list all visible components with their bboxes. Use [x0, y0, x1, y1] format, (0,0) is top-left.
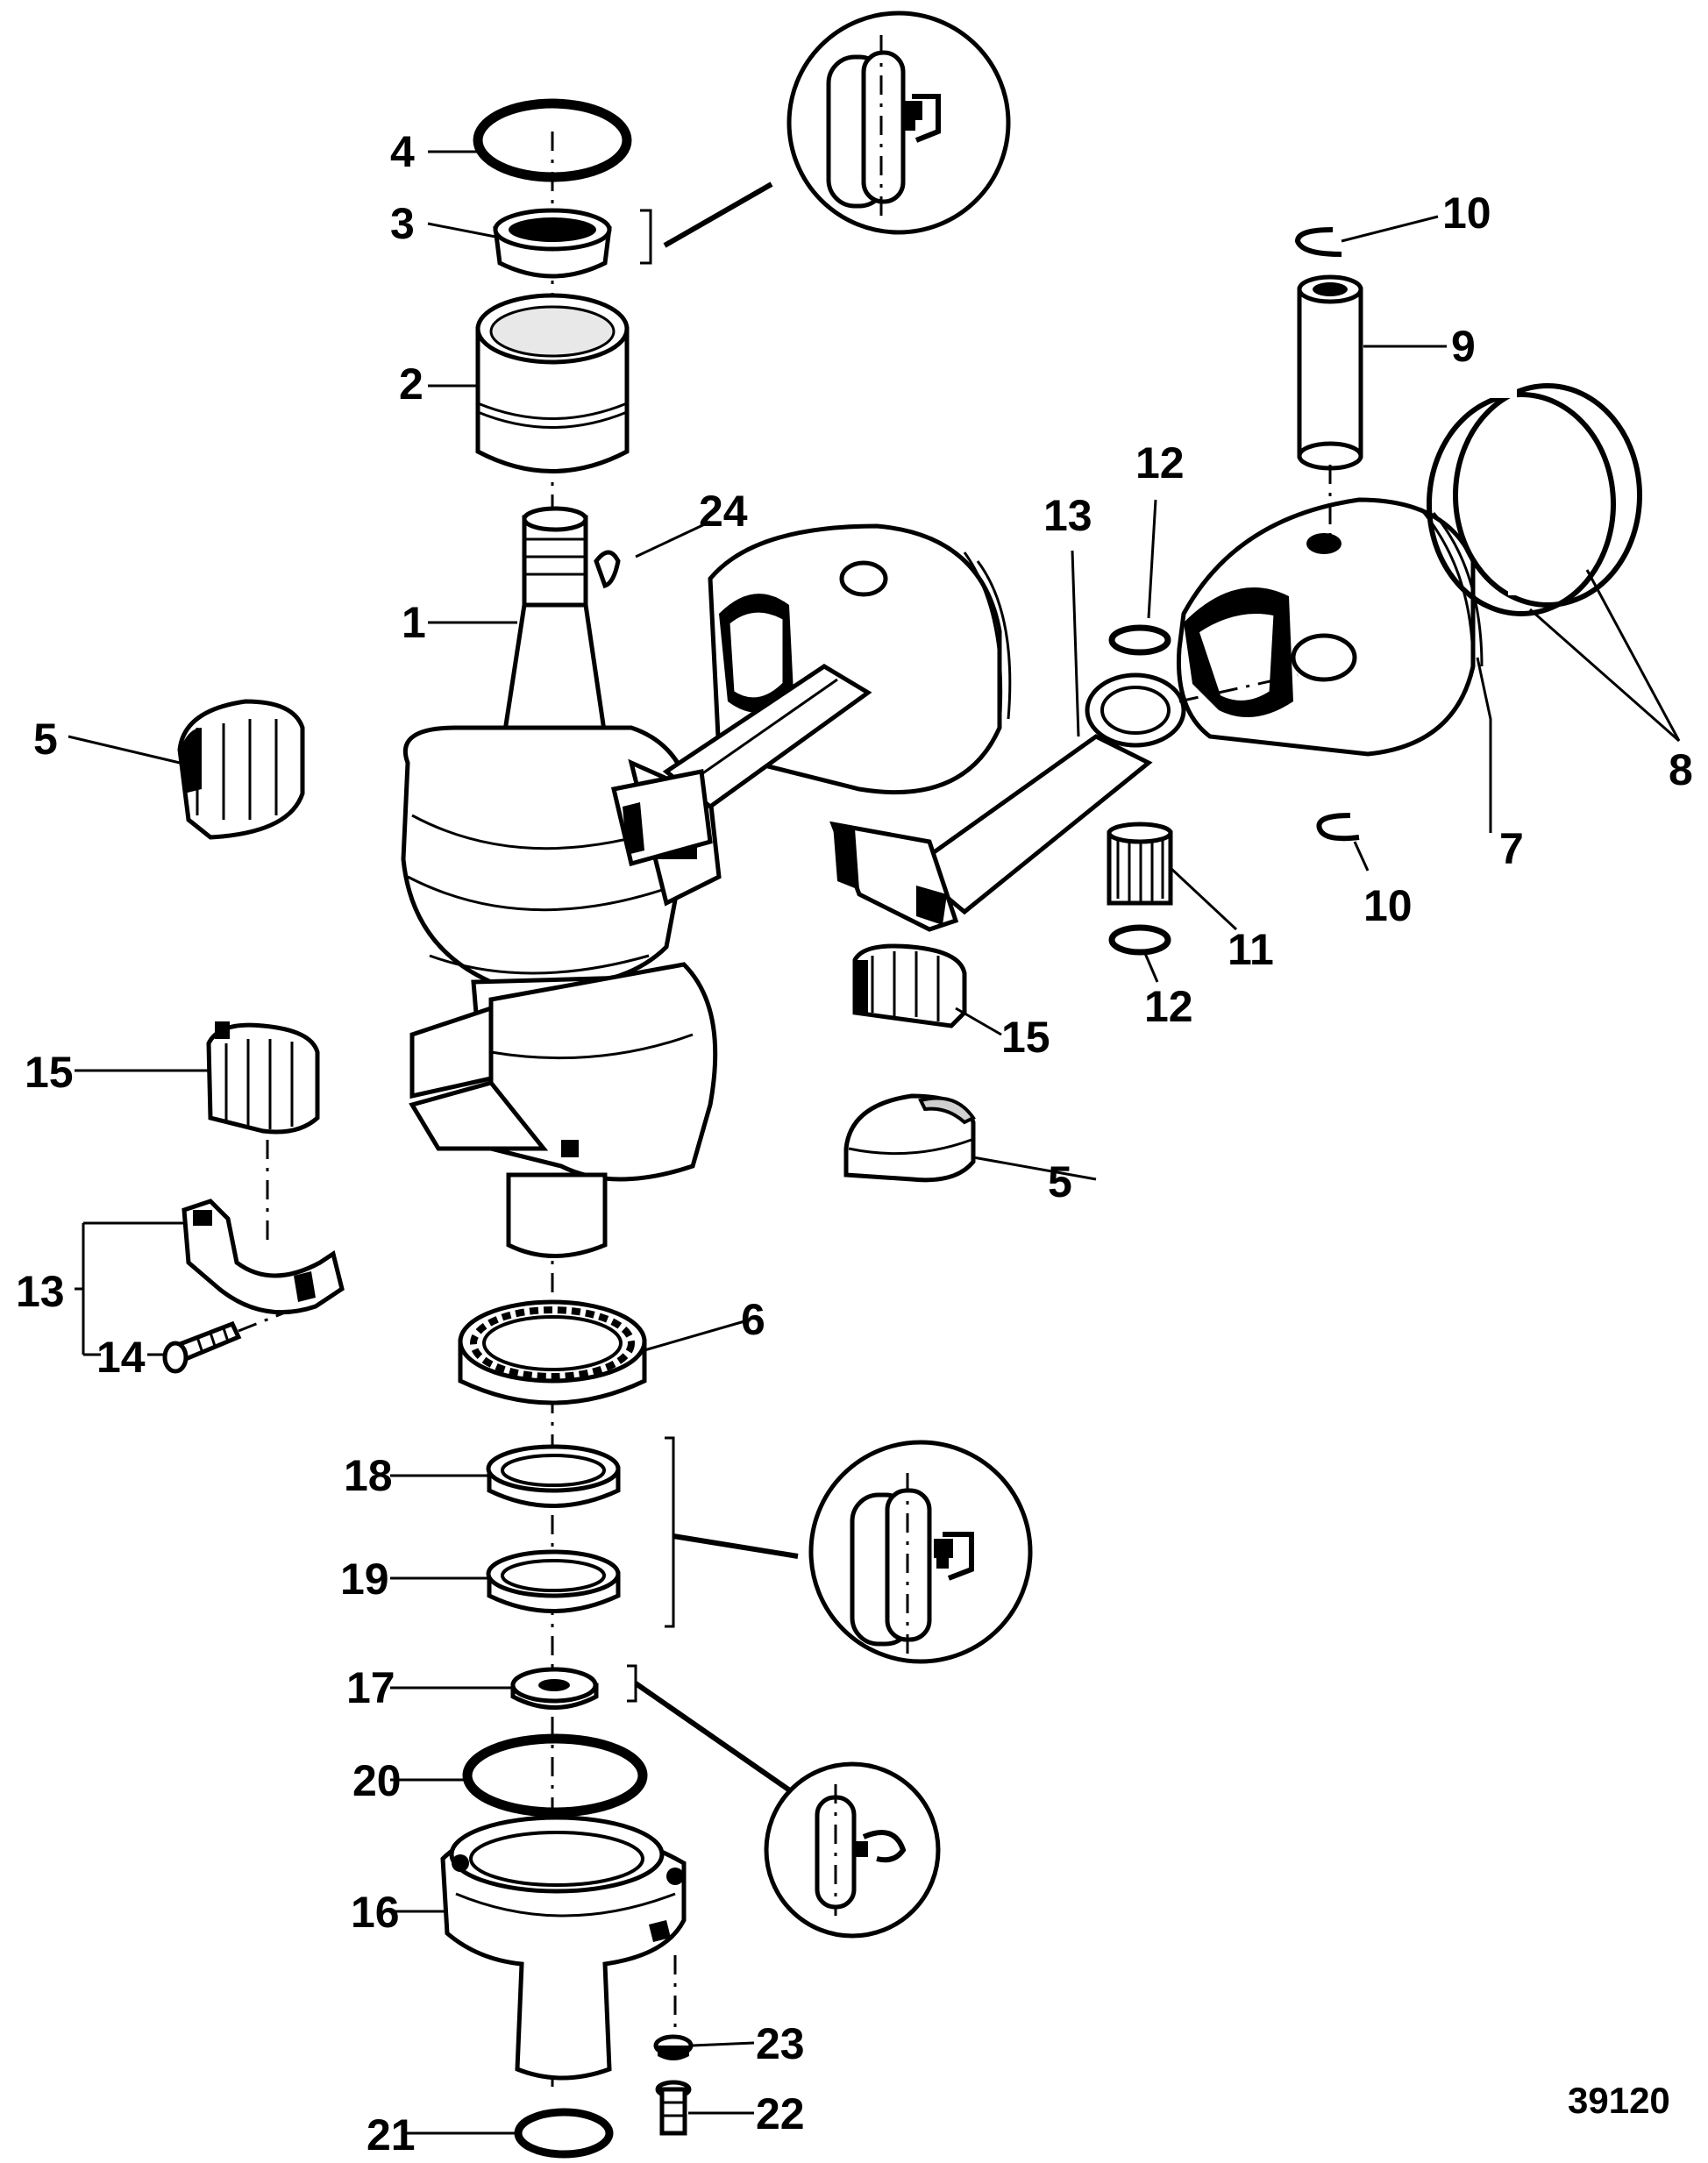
callout-8: 8 — [1669, 745, 1693, 794]
callout-19: 19 — [340, 1555, 389, 1604]
woodruff-key — [594, 550, 621, 589]
ball-bearing — [458, 1299, 647, 1405]
upper-bearing — [475, 293, 630, 473]
callout-12-lower: 12 — [1144, 982, 1193, 1031]
piston-rings — [1427, 383, 1642, 616]
crankshaft — [401, 506, 722, 1258]
callout-6: 6 — [741, 1295, 765, 1344]
retaining-clip-upper — [1294, 227, 1342, 257]
seal-18 — [486, 1444, 621, 1508]
callout-15-right: 15 — [1001, 1013, 1050, 1062]
callout-22: 22 — [756, 2089, 805, 2138]
lubricant-callout-upper — [640, 11, 1011, 265]
callout-15-left: 15 — [25, 1048, 74, 1097]
callout-labels: 4 3 2 1 24 5 5 15 15 13 14 6 18 19 17 20… — [16, 127, 1693, 2159]
callout-3: 3 — [390, 199, 415, 248]
figure-reference-number: 39120 — [1568, 2080, 1670, 2121]
piston-front — [1176, 497, 1484, 757]
o-ring-21 — [514, 2108, 614, 2159]
callout-20: 20 — [352, 1756, 402, 1805]
callout-2: 2 — [399, 359, 423, 409]
callout-4: 4 — [390, 127, 415, 176]
callout-18: 18 — [344, 1451, 393, 1500]
callout-17: 17 — [346, 1663, 395, 1712]
o-ring-20 — [462, 1733, 648, 1818]
callout-1: 1 — [402, 598, 426, 647]
needle-cage-left-15 — [206, 1021, 320, 1135]
cap-screw — [162, 1320, 242, 1374]
callout-7: 7 — [1499, 824, 1524, 873]
needle-cage-right-15 — [852, 943, 967, 1028]
callout-11: 11 — [1228, 925, 1274, 974]
o-ring-top — [473, 98, 632, 182]
callout-24: 24 — [699, 487, 748, 536]
callout-12-upper: 12 — [1135, 438, 1185, 487]
leader-lines — [68, 150, 1681, 2135]
callout-5-right: 5 — [1048, 1157, 1072, 1206]
washer-23 — [653, 2034, 694, 2060]
piston-pin — [1297, 274, 1363, 471]
washer-17 — [510, 1667, 599, 1710]
callout-23: 23 — [756, 2019, 805, 2068]
callout-9: 9 — [1451, 322, 1476, 371]
callout-5-left: 5 — [33, 715, 58, 764]
lower-end-cap — [440, 1815, 687, 2081]
connecting-rod-rear — [610, 664, 872, 867]
rod-cap — [181, 1199, 345, 1315]
seal-19 — [486, 1549, 621, 1613]
needle-bearing — [1107, 822, 1173, 906]
screw-22 — [655, 2080, 692, 2136]
seal-upper — [493, 208, 612, 279]
retaining-clip-lower — [1316, 813, 1360, 842]
bearing-half-left-5 — [177, 699, 305, 840]
lubricant-callout-middle — [665, 1436, 1033, 1664]
lubricant-callout-lower — [627, 1664, 941, 1939]
screw-axis — [238, 1309, 290, 1333]
thrust-washer-upper — [1108, 624, 1171, 656]
bearing-half-right-5 — [843, 1093, 976, 1183]
callout-10-lower: 10 — [1363, 881, 1413, 930]
callout-13-left: 13 — [16, 1267, 65, 1316]
connecting-rod-front — [829, 672, 1186, 932]
thrust-washer-lower — [1108, 924, 1171, 956]
callout-13-rod: 13 — [1043, 491, 1092, 540]
callout-14: 14 — [96, 1333, 146, 1382]
callout-10-upper: 10 — [1442, 189, 1491, 238]
callout-16: 16 — [351, 1888, 400, 1937]
callout-21: 21 — [367, 2110, 416, 2159]
